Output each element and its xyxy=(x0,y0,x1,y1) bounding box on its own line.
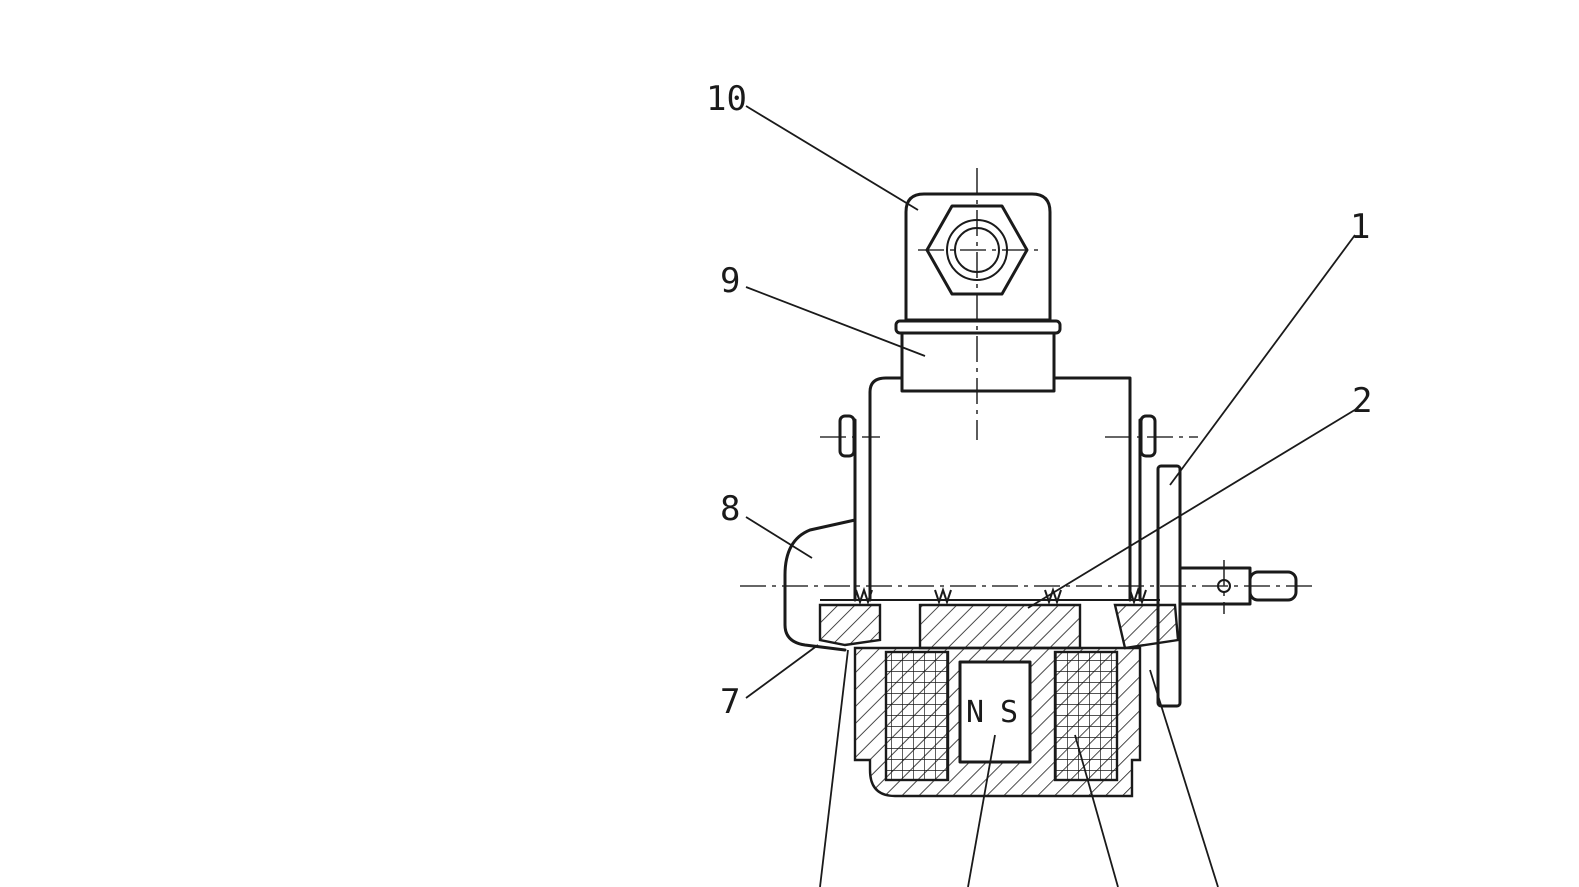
leader-lines xyxy=(745,105,1359,887)
spring-1 xyxy=(855,586,873,606)
leader-2 xyxy=(1027,407,1359,609)
callout-1: 1 xyxy=(1350,207,1370,247)
springs xyxy=(855,586,1147,606)
magnet-south-label: S xyxy=(1000,695,1018,730)
leader-9 xyxy=(745,286,926,357)
leader-bottom-b xyxy=(967,734,996,887)
base-plate-center xyxy=(918,603,1082,650)
right-bolt xyxy=(1139,414,1157,458)
left-bolt xyxy=(838,414,856,458)
nut-bore-outer xyxy=(946,219,1008,281)
hex-nut xyxy=(925,204,1029,296)
leader-10 xyxy=(745,105,919,211)
callout-2: 2 xyxy=(1352,381,1372,421)
coil-winding-left xyxy=(884,650,950,782)
leader-bottom-d xyxy=(1149,669,1219,887)
leader-1 xyxy=(1169,234,1356,486)
spring-4 xyxy=(1129,586,1147,606)
base-plate xyxy=(818,603,1180,650)
connector-neck xyxy=(894,319,1062,393)
shaft-pin xyxy=(1217,579,1231,593)
callout-7: 7 xyxy=(720,682,740,722)
callout-8: 8 xyxy=(720,489,740,529)
coil-winding-right xyxy=(1053,650,1119,782)
housing-body xyxy=(868,376,1132,602)
spring-3 xyxy=(1044,586,1062,606)
neck-collar xyxy=(894,319,1062,335)
nut-bore-inner xyxy=(954,227,1000,273)
permanent-magnet xyxy=(958,660,1032,764)
base-plate-right xyxy=(1113,603,1180,650)
coil-assembly: N S xyxy=(853,646,1142,798)
leader-bottom-a xyxy=(819,649,849,887)
side-lug xyxy=(783,518,857,652)
manual-actuator xyxy=(1156,464,1298,708)
neck-body xyxy=(900,331,1056,393)
leader-bottom-c xyxy=(1074,734,1119,887)
callout-labels: 10 9 8 7 1 2 xyxy=(706,79,1372,722)
leader-7 xyxy=(745,644,819,699)
connector-housing xyxy=(904,192,1052,322)
valve-housing xyxy=(820,376,1160,602)
callout-10: 10 xyxy=(706,79,747,119)
magnet-north-label: N xyxy=(966,695,984,730)
spring-2 xyxy=(934,586,952,606)
callout-9: 9 xyxy=(720,261,740,301)
base-plate-left xyxy=(818,603,882,647)
connector-head xyxy=(904,192,1052,322)
leader-8 xyxy=(745,516,813,559)
shaft-tip xyxy=(1248,570,1298,602)
